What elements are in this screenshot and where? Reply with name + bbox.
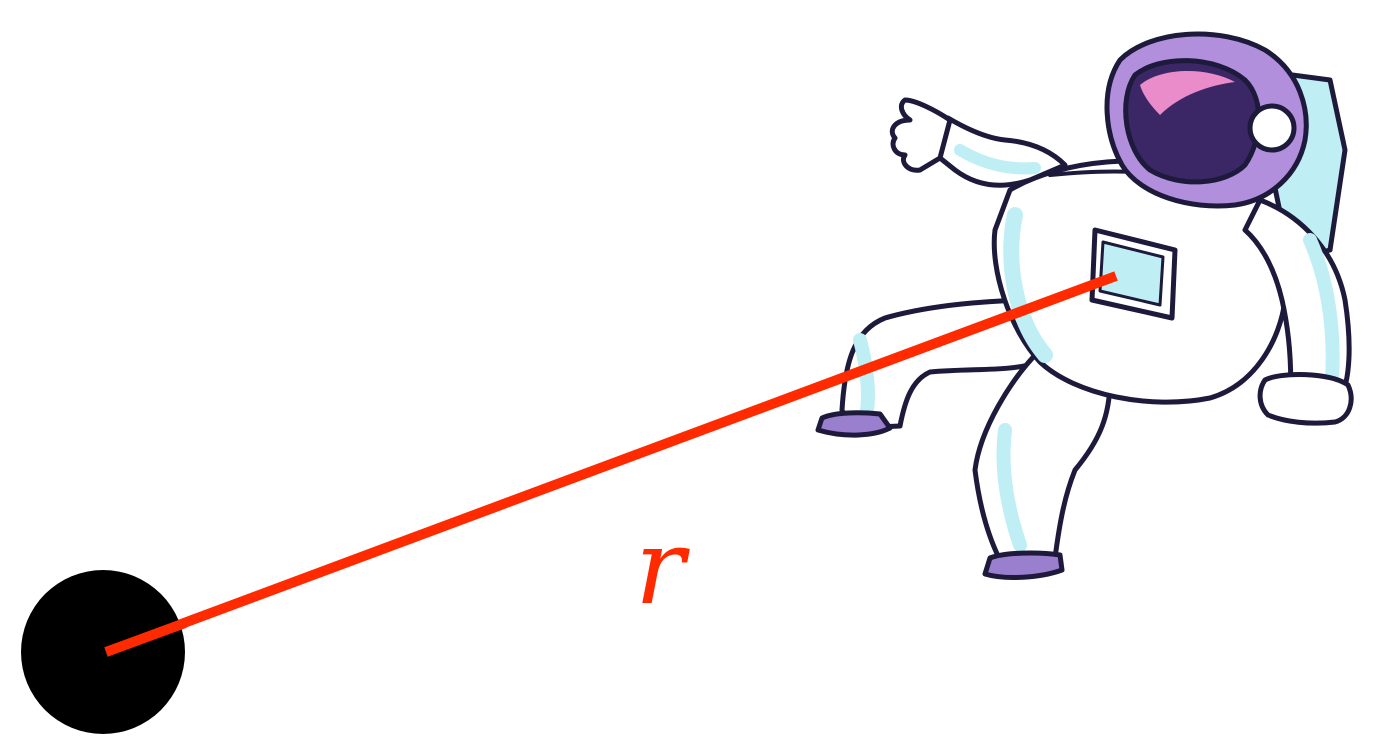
central-mass: [21, 570, 185, 734]
astronaut-glove-left: [889, 97, 953, 173]
astronaut-illustration: [815, 31, 1354, 580]
distance-line: [104, 271, 1118, 657]
astronaut-visor-glare: [1140, 71, 1235, 115]
astronaut-glove-right: [1257, 372, 1354, 426]
astronaut-boot-right: [982, 550, 1065, 580]
distance-label: r: [635, 506, 690, 628]
astronaut-boot-left: [815, 410, 893, 438]
astronaut-helmet-light: [1247, 103, 1297, 153]
astronaut-leg-left: [839, 297, 1043, 431]
distance-line-origin: [104, 618, 187, 657]
